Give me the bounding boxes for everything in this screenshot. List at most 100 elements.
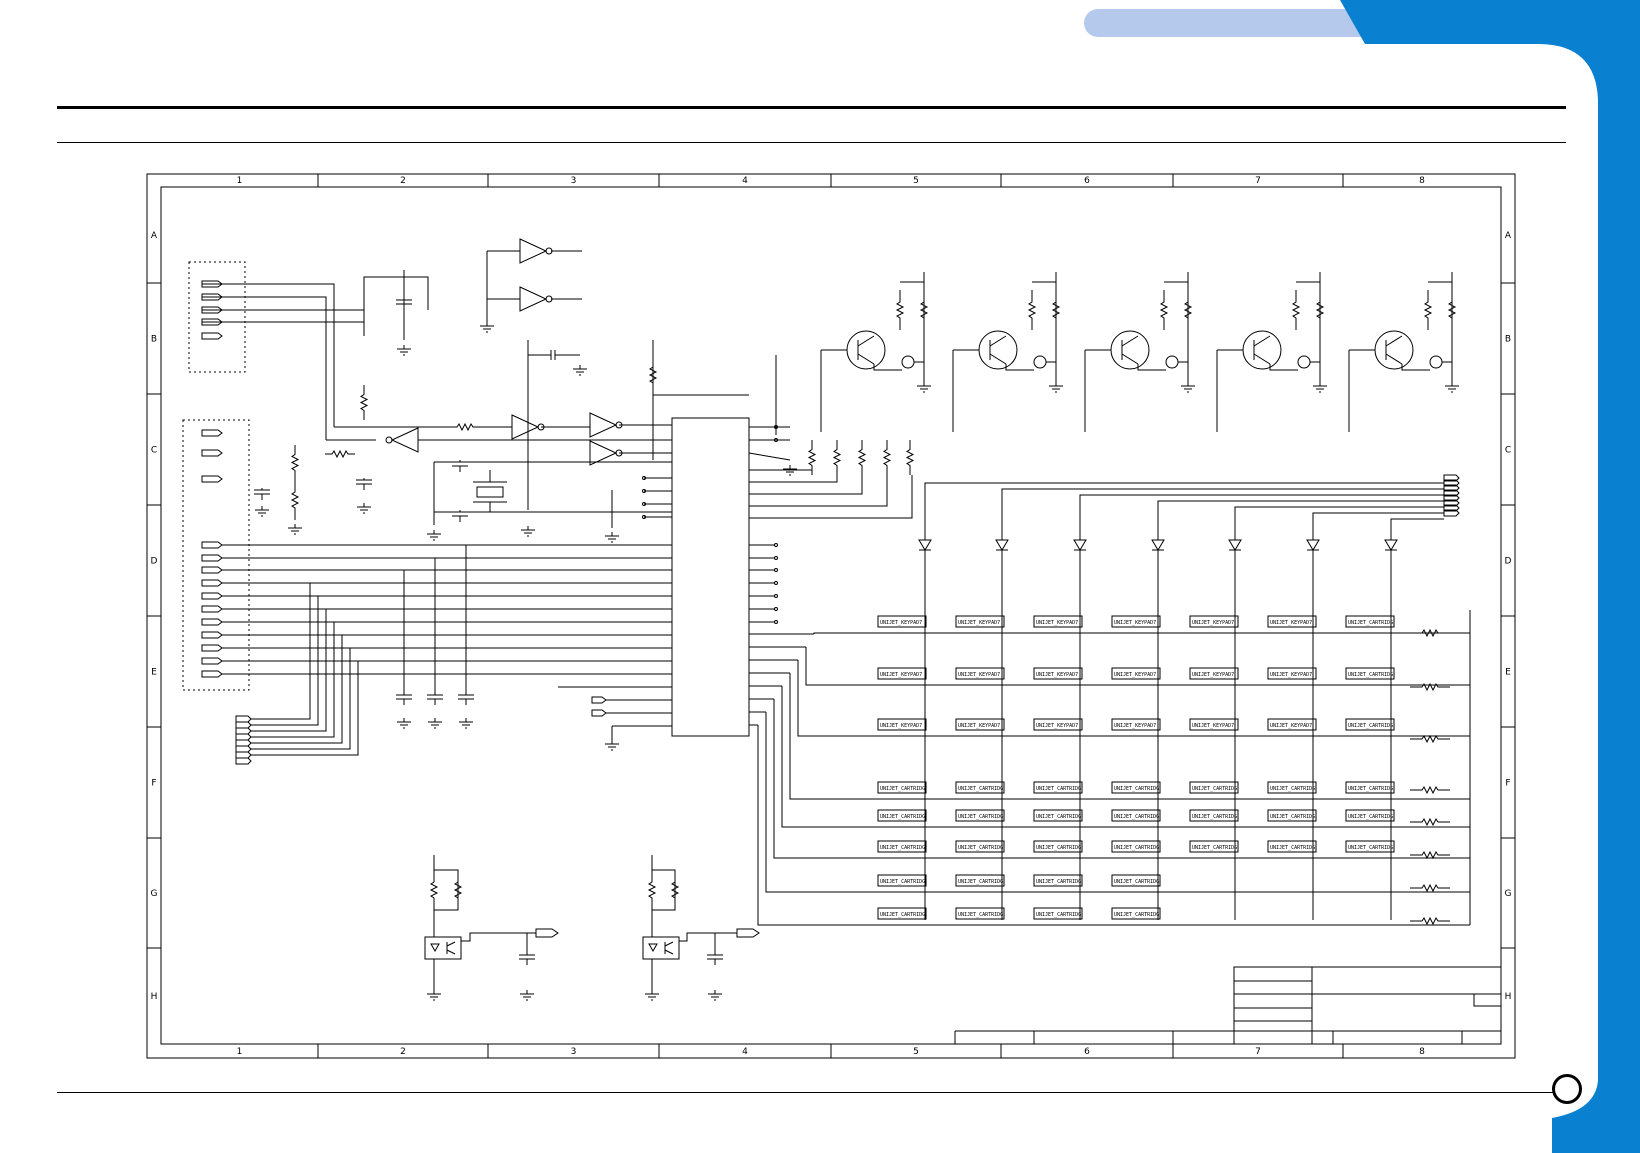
frame-row-label: F [151, 779, 156, 789]
frame-col-label: 4 [742, 176, 748, 186]
key-switch [1345, 667, 1395, 680]
diode [995, 539, 1009, 551]
switch-label: UNIJET_CARTRIDG [1348, 723, 1393, 729]
frame-col-label: 1 [237, 176, 243, 186]
key-switch [1111, 840, 1161, 853]
logic-gates [385, 238, 623, 466]
switch-label: UNIJET_KEYPAD7 [880, 672, 922, 678]
frame-col-label: 8 [1419, 176, 1425, 186]
connector-pin [201, 657, 223, 665]
frame-row-label: B [151, 335, 157, 345]
switch-label: UNIJET_KEYPAD7 [1270, 723, 1312, 729]
switch-label: UNIJET_CARTRIDG [1192, 814, 1237, 820]
key-switch [1267, 667, 1317, 680]
diode [918, 539, 932, 551]
connector-pin [235, 733, 252, 741]
frame-row-label: D [1505, 557, 1512, 567]
frame-col-label: 3 [571, 1047, 577, 1057]
diode [1151, 539, 1165, 551]
key-switch [955, 667, 1005, 680]
connector-pin [201, 618, 223, 626]
resistors [290, 290, 1457, 926]
switch-label: UNIJET_CARTRIDG [1114, 879, 1159, 885]
key-switch [1189, 809, 1239, 822]
frame-col-label: 2 [400, 176, 406, 186]
switch-label: UNIJET_CARTRIDG [1036, 879, 1081, 885]
key-switch [1111, 718, 1161, 731]
connector-box-2 [182, 419, 250, 691]
key-switch [1111, 781, 1161, 794]
footer-rule [57, 1092, 1554, 1093]
key-switch [1033, 667, 1083, 680]
switch-label: UNIJET_CARTRIDG [1036, 912, 1081, 918]
key-switch [877, 840, 927, 853]
switch-label: UNIJET_CARTRIDG [1036, 845, 1081, 851]
connector-pin [201, 429, 223, 437]
key-switch [877, 667, 927, 680]
key-switch [877, 907, 927, 920]
key-switch [1189, 615, 1239, 628]
switch-label: UNIJET_CARTRIDG [958, 912, 1003, 918]
led [1429, 355, 1443, 369]
switch-label: UNIJET_CARTRIDG [1348, 672, 1393, 678]
switch-label: UNIJET_CARTRIDG [1036, 786, 1081, 792]
key-switch [1345, 781, 1395, 794]
key-switch [877, 874, 927, 887]
optical-sensor [424, 936, 462, 960]
switch-label: UNIJET_CARTRIDG [880, 845, 925, 851]
header-rule-thin [57, 142, 1566, 143]
key-switch [1267, 718, 1317, 731]
connector-pin [235, 757, 252, 765]
connector-pin [235, 715, 252, 723]
key-switch [877, 718, 927, 731]
switch-label: UNIJET_KEYPAD7 [1036, 723, 1078, 729]
connector-pin [201, 566, 223, 574]
switch-label: UNIJET_CARTRIDG [1270, 786, 1315, 792]
key-switch [1033, 907, 1083, 920]
key-switch [1033, 809, 1083, 822]
transistor [846, 330, 886, 370]
connector-pin [201, 332, 223, 340]
key-switch [1345, 718, 1395, 731]
switch-label: UNIJET_CARTRIDG [1114, 786, 1159, 792]
frame-row-label: A [1505, 231, 1512, 241]
switch-label: UNIJET_KEYPAD7 [880, 723, 922, 729]
key-switch [1111, 907, 1161, 920]
key-switch [1267, 615, 1317, 628]
switch-label: UNIJET_CARTRIDG [1114, 912, 1159, 918]
switch-label: UNIJET_CARTRIDG [958, 814, 1003, 820]
frame-row-label: D [151, 557, 158, 567]
key-switch [1033, 615, 1083, 628]
key-switch [1189, 718, 1239, 731]
switch-label: UNIJET_CARTRIDG [1114, 845, 1159, 851]
frame-row-label: A [151, 231, 158, 241]
wires [202, 250, 913, 756]
frame-col-label: 5 [913, 1047, 919, 1057]
led [1033, 355, 1047, 369]
connector-pin [1443, 509, 1460, 517]
key-switch [1033, 781, 1083, 794]
frame-row-label: B [1505, 335, 1511, 345]
inverter [519, 286, 548, 312]
switch-label: UNIJET_CARTRIDG [958, 786, 1003, 792]
inverter [519, 238, 548, 264]
key-switch [1111, 874, 1161, 887]
switch-label: UNIJET_CARTRIDG [880, 879, 925, 885]
frame-col-label: 7 [1255, 1047, 1261, 1057]
key-switch [1267, 809, 1317, 822]
switch-label: UNIJET_KEYPAD7 [1114, 672, 1156, 678]
inverter [511, 414, 540, 440]
inverter [589, 440, 618, 466]
switch-label: UNIJET_KEYPAD7 [1114, 723, 1156, 729]
switch-label: UNIJET_CARTRIDG [1348, 786, 1393, 792]
key-switch [955, 718, 1005, 731]
frame-col-label: 6 [1084, 1047, 1090, 1057]
frame-row-label: C [151, 446, 157, 456]
connector-pin [201, 631, 223, 639]
key-switch [1345, 809, 1395, 822]
connector-pin [235, 751, 252, 759]
key-switch [955, 907, 1005, 920]
key-switch [955, 781, 1005, 794]
